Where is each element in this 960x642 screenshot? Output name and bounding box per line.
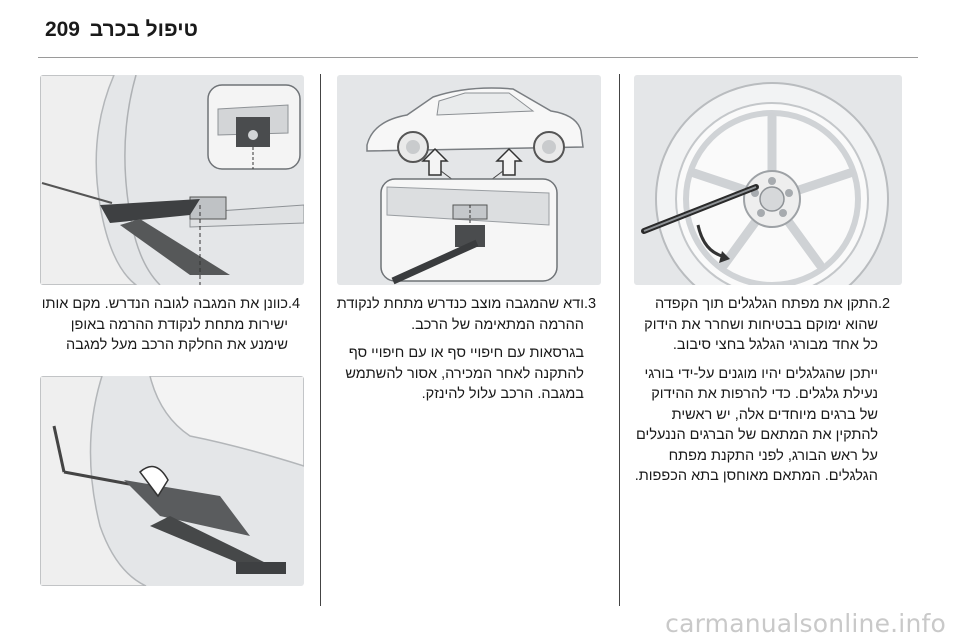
page-number: 209 xyxy=(44,18,80,41)
step-number: .4 xyxy=(288,296,301,312)
wheel-wrench-illustration xyxy=(634,75,902,285)
note-text: ייתכן שהגלגלים יהיו מוגנים על-ידי בורגי … xyxy=(634,365,878,485)
column-divider-left xyxy=(320,74,321,606)
step-text: ודא שהמגבה מוצב כנדרש מתחת לנקודת ההרמה … xyxy=(336,296,584,333)
watermark: carmanualsonline.info xyxy=(665,609,946,638)
page-header: 209 טיפול בכרב xyxy=(38,18,918,48)
step-text: התקן את מפתח הגלגלים תוך הקפדה שהוא ימוק… xyxy=(644,296,878,353)
step-2-note: ייתכן שהגלגלים יהיו מוגנים על-ידי בורגי … xyxy=(632,364,894,487)
column-right: .2 התקן את מפתח הגלגלים תוך הקפדה שהוא י… xyxy=(632,294,894,487)
column-divider-right xyxy=(619,74,620,606)
step-4: .4 כוונן את המגבה לגובה הנדרש. מקם אותו … xyxy=(40,294,304,356)
step-text: כוונן את המגבה לגובה הנדרש. מקם אותו ישי… xyxy=(41,296,288,353)
jack-cranking-illustration xyxy=(40,376,304,586)
step-number: .3 xyxy=(584,296,597,312)
column-left: .4 כוונן את המגבה לגובה הנדרש. מקם אותו … xyxy=(40,294,304,356)
step-number: .2 xyxy=(878,296,891,312)
step-3: .3 ודא שהמגבה מוצב כנדרש מתחת לנקודת ההר… xyxy=(336,294,600,335)
column-middle: .3 ודא שהמגבה מוצב כנדרש מתחת לנקודת ההר… xyxy=(336,294,600,405)
step-3-note: בגרסאות עם חיפויי סף או עם חיפויי סף להת… xyxy=(336,343,600,405)
car-lifting-points-illustration xyxy=(337,75,601,285)
page-title: טיפול בכרב xyxy=(89,18,198,41)
jack-position-illustration xyxy=(40,75,304,285)
note-text: בגרסאות עם חיפויי סף או עם חיפויי סף להת… xyxy=(345,345,584,402)
step-2: .2 התקן את מפתח הגלגלים תוך הקפדה שהוא י… xyxy=(632,294,894,356)
header-rule xyxy=(38,57,918,58)
